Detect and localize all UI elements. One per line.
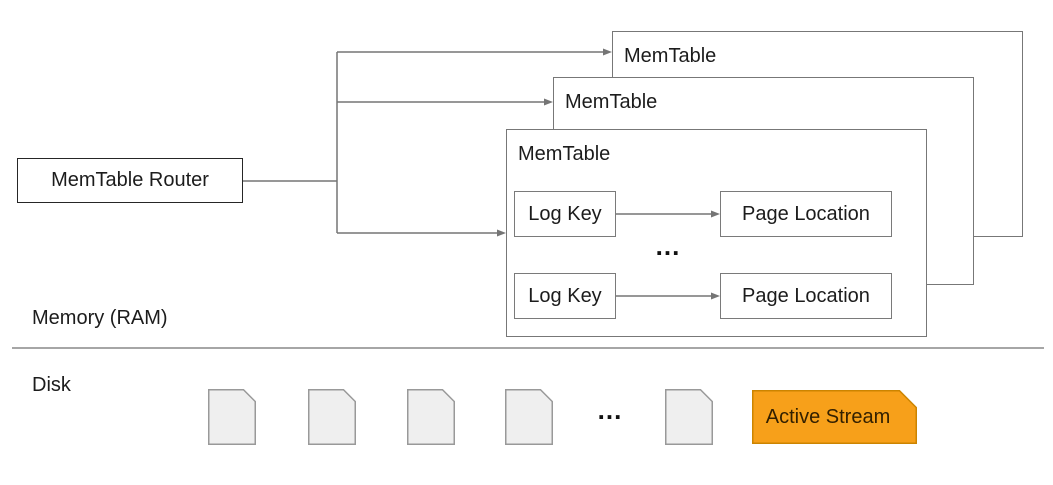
disk-region-label: Disk (32, 374, 71, 396)
page-location-box: Page Location (720, 191, 892, 237)
file-icon (505, 389, 553, 445)
file-icon (208, 389, 256, 445)
memtable-router-box: MemTable Router (17, 158, 243, 203)
file-icon (407, 389, 455, 445)
memory-region-label: Memory (RAM) (32, 307, 168, 329)
log-key-label: Log Key (528, 202, 602, 225)
active-stream-card: Active Stream (752, 390, 917, 444)
memtable-router-label: MemTable Router (51, 169, 209, 191)
memtable-label: MemTable (565, 91, 658, 113)
memory-disk-divider (12, 347, 1044, 349)
disk-files-ellipsis: ... (597, 395, 623, 425)
memtable-rows-ellipsis: ... (655, 231, 681, 261)
page-location-box: Page Location (720, 273, 892, 319)
log-key-label: Log Key (528, 284, 602, 307)
memtable-label: MemTable (624, 45, 717, 67)
file-icon (308, 389, 356, 445)
log-key-box: Log Key (514, 273, 616, 319)
memtable-label: MemTable (518, 143, 611, 165)
active-stream-label: Active Stream (765, 405, 891, 428)
log-key-box: Log Key (514, 191, 616, 237)
active-stream-shape-icon (752, 390, 917, 444)
page-location-label: Page Location (742, 202, 870, 225)
file-icon (665, 389, 713, 445)
page-location-label: Page Location (742, 284, 870, 307)
